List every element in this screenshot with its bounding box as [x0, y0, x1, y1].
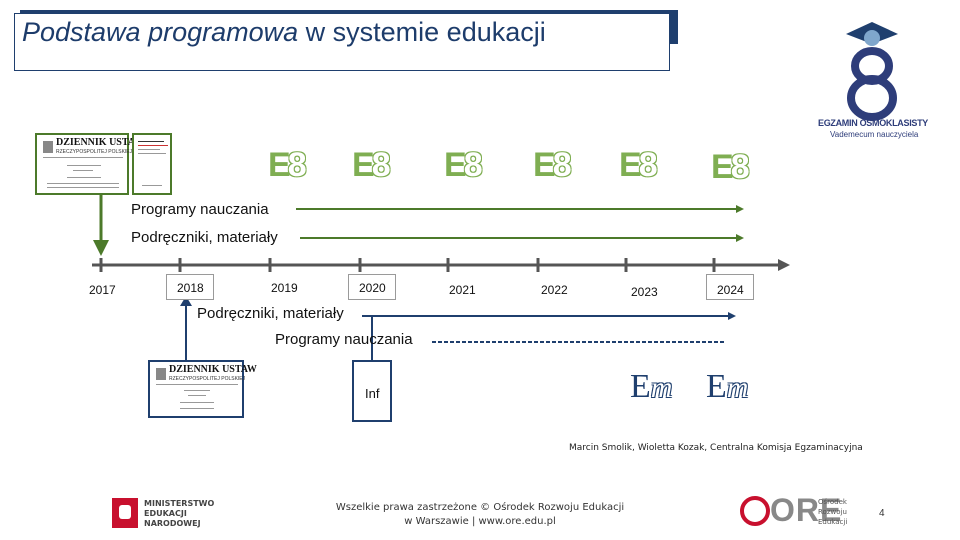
- e8-icon: E8: [533, 146, 572, 184]
- em-icon: Em: [630, 368, 673, 405]
- inf-box: Inf: [352, 360, 392, 422]
- year-2024: 2024: [706, 274, 754, 300]
- e8-icon: E8: [711, 148, 750, 186]
- page-title: Podstawa programowa w systemie edukacji: [22, 17, 546, 47]
- title-box: [14, 13, 670, 71]
- year-2018: 2018: [166, 274, 214, 300]
- programy-nauczania-lower-label: Programy nauczania: [275, 331, 413, 348]
- dziennik-ustaw-document-lower: DZIENNIK USTAW RZECZYPOSPOLITEJ POLSKIEJ: [148, 360, 257, 418]
- navy-arrow-head: [180, 296, 192, 306]
- eagle-icon: [43, 141, 53, 153]
- podreczniki-materialy-upper-label: Podręczniki, materiały: [131, 229, 278, 246]
- program-booklet: [132, 133, 172, 195]
- programy-nauczania-upper-label: Programy nauczania: [131, 201, 269, 218]
- year-2017: 2017: [80, 276, 122, 302]
- rights-notice: Wszelkie prawa zastrzeżone © Ośrodek Roz…: [335, 502, 625, 527]
- page-number: 4: [879, 508, 885, 519]
- year-2020: 2020: [348, 274, 396, 300]
- e8-icon: E8: [619, 146, 658, 184]
- eagle-icon: [156, 368, 166, 380]
- podreczniki-materialy-lower-label: Podręczniki, materiały: [197, 305, 344, 322]
- year-2019: 2019: [258, 274, 308, 300]
- year-2022: 2022: [530, 276, 578, 302]
- dziennik-ustaw-document: DZIENNIK USTAW RZECZYPOSPOLITEJ POLSKIEJ: [35, 133, 144, 195]
- e8-icon: E8: [444, 146, 483, 184]
- ore-logo-circle: [740, 496, 770, 526]
- year-2023: 2023: [620, 276, 668, 302]
- logo-name: EGZAMIN ÓSMOKLASISTY: [818, 118, 929, 128]
- em-icon: Em: [706, 368, 749, 405]
- green-arrow-head: [93, 240, 109, 256]
- ore-logo-text: ORE: [770, 492, 843, 528]
- logo-subtitle: Vademecum nauczyciela: [830, 130, 919, 139]
- ore-full-name: Ośrodek Rozwoju Edukacji: [818, 498, 848, 526]
- e8-icon: E8: [352, 146, 391, 184]
- eagle-icon: [112, 498, 138, 528]
- e8-icon: E8: [268, 146, 307, 184]
- author-credit: Marcin Smolik, Wioletta Kozak, Centralna…: [569, 443, 863, 453]
- egzamin-osmoklasisty-logo: [846, 22, 898, 121]
- ministry-name: MINISTERSTWO EDUKACJI NARODOWEJ: [144, 499, 215, 528]
- year-2021: 2021: [440, 276, 488, 302]
